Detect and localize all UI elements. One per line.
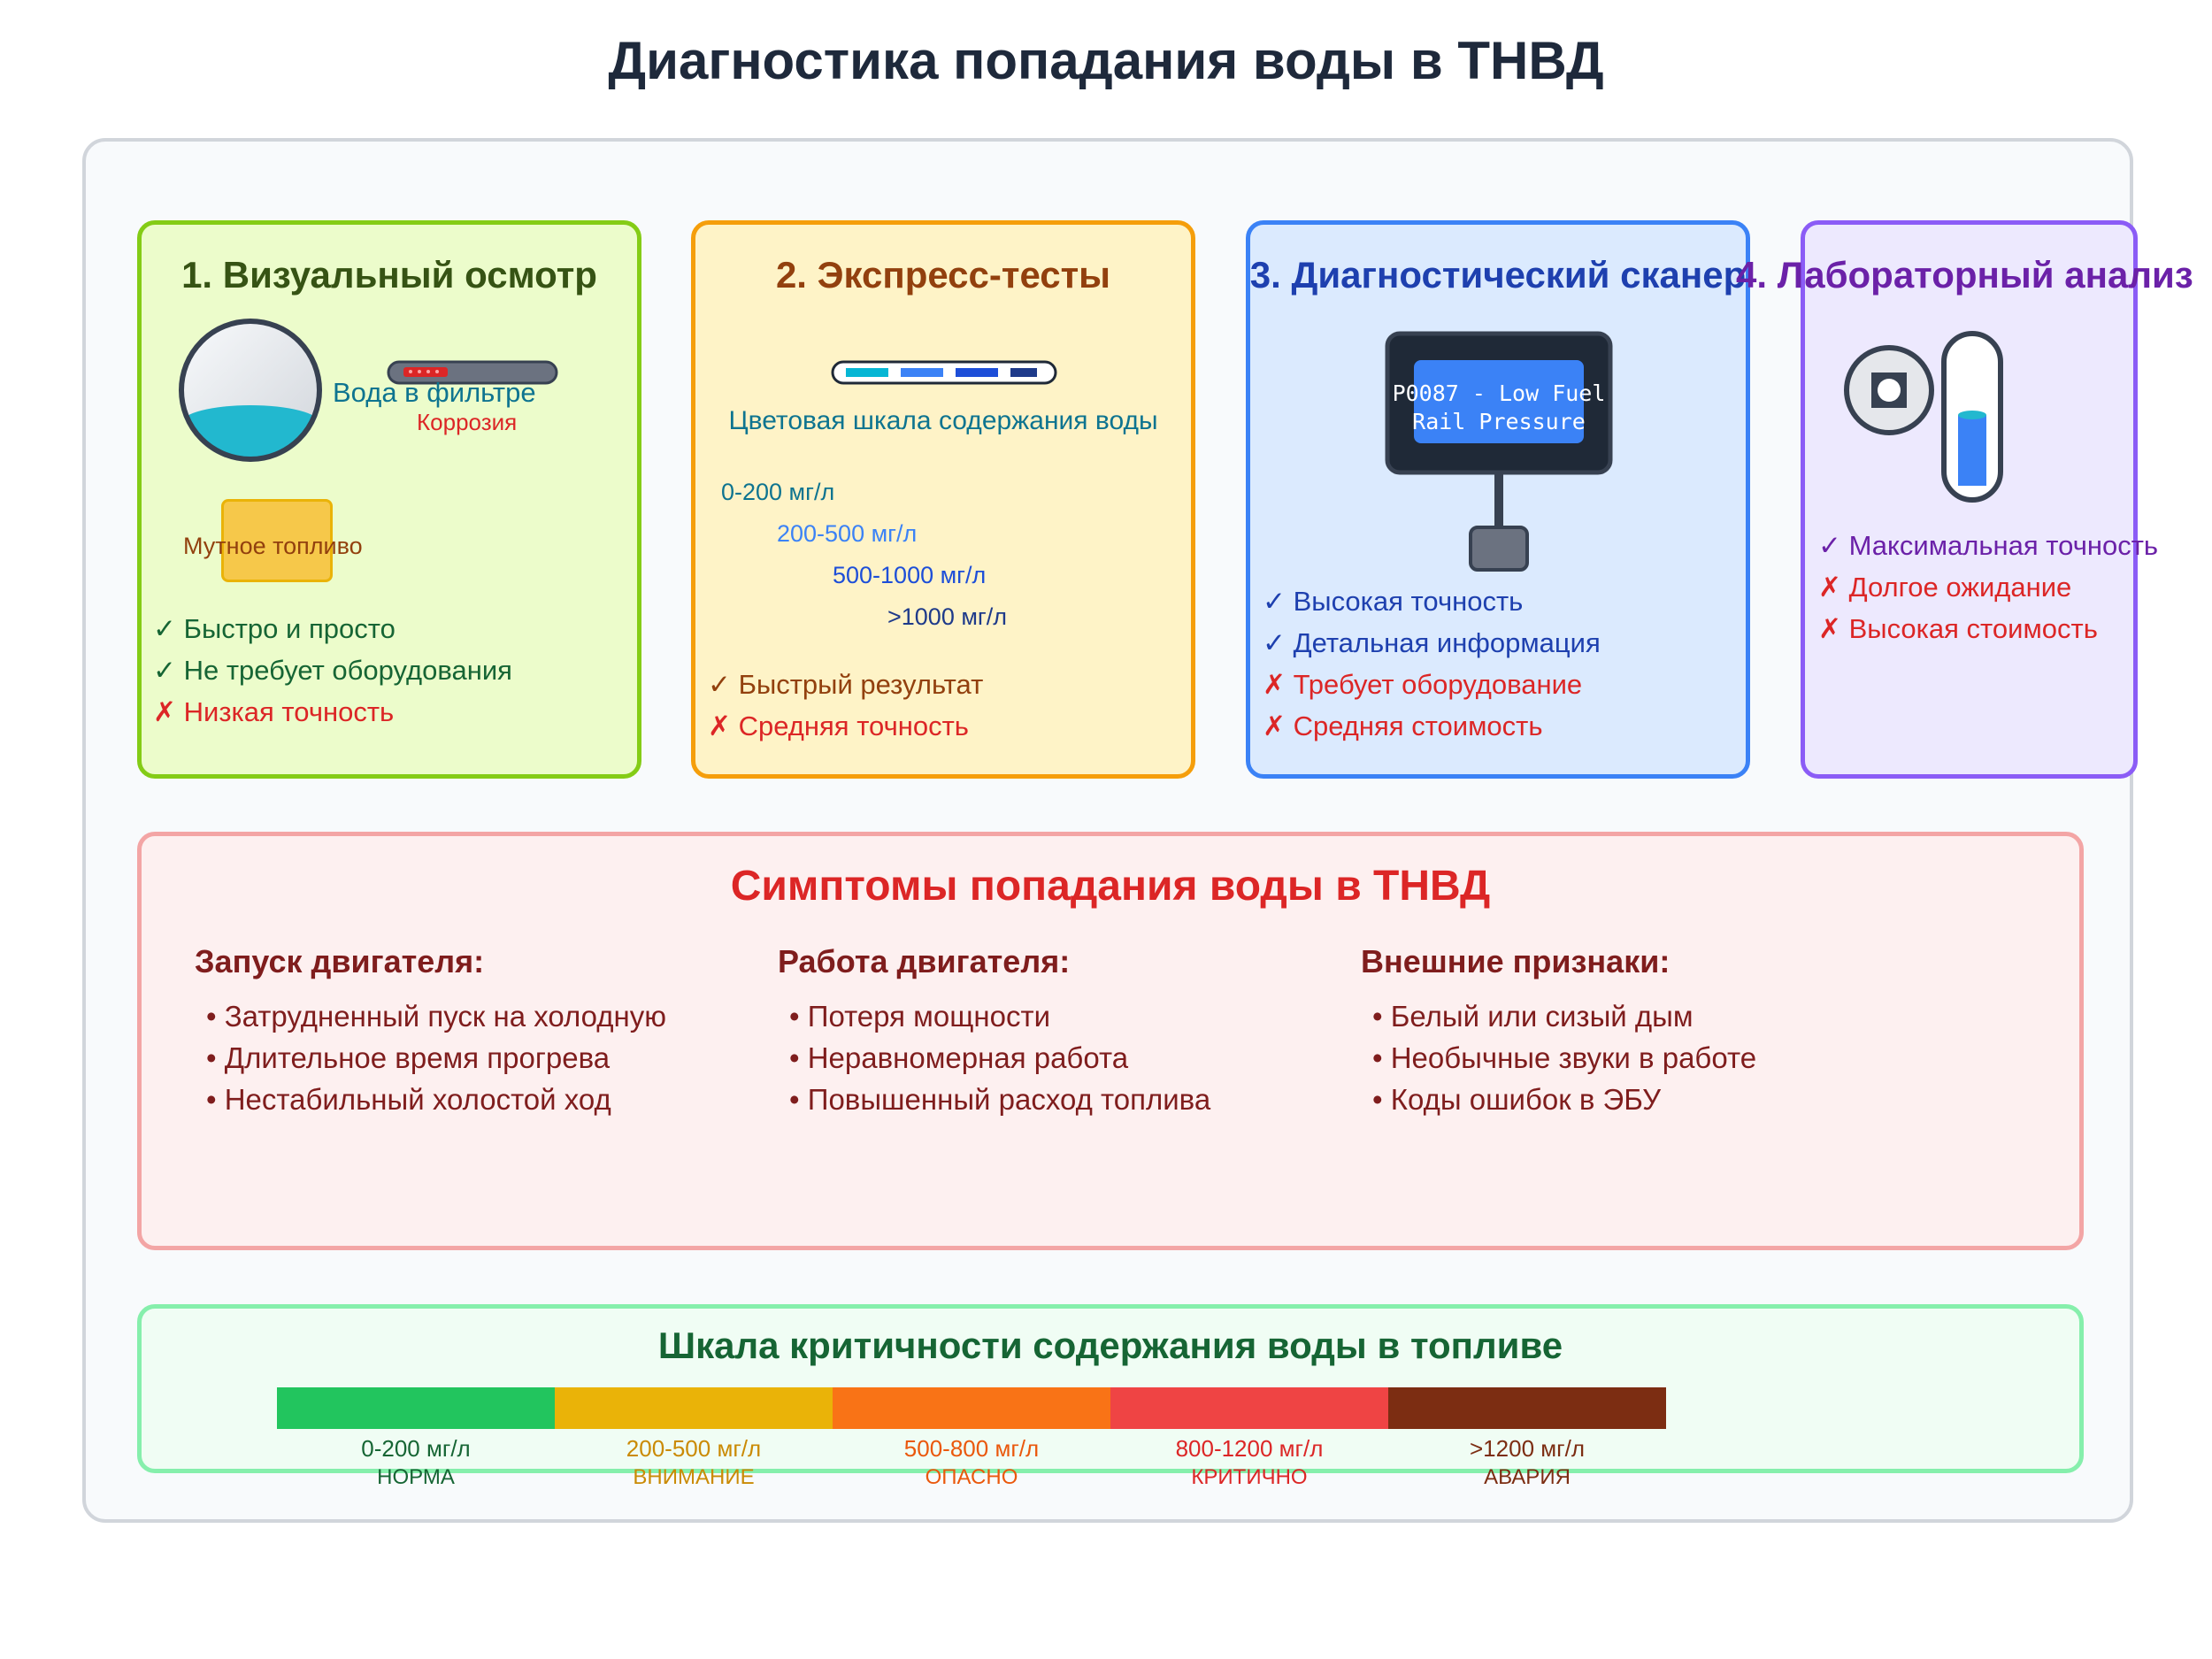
lab-analysis-title: 4. Лабораторный анализ: [1736, 254, 2193, 296]
express-level-2: 200-500 мг/л: [777, 520, 918, 547]
criticality-status-label: АВАРИЯ: [1484, 1465, 1571, 1489]
symptoms-title: Симптомы попадания воды в ТНВД: [730, 863, 1491, 910]
test-tube-icon: [1941, 331, 2003, 503]
turbid-fuel-label: Мутное топливо: [183, 533, 363, 559]
fuel-filter-icon: [179, 319, 322, 462]
symptom-item: • Неравномерная работа: [789, 1041, 1129, 1074]
criticality-status-label: КРИТИЧНО: [1191, 1465, 1308, 1489]
turbid-fuel-sample-icon: [221, 499, 333, 582]
symptom-item: • Коды ошибок в ЭБУ: [1372, 1083, 1662, 1116]
criticality-title: Шкала критичности содержания воды в топл…: [657, 1325, 1563, 1366]
criticality-range-label: 800-1200 мг/л: [1175, 1435, 1324, 1462]
color-scale-label: Цветовая шкала содержания воды: [728, 406, 1158, 435]
lab-con-1: ✗ Долгое ожидание: [1818, 572, 2072, 603]
express-level-4: >1000 мг/л: [887, 603, 1007, 630]
scanner-con-2: ✗ Средняя стоимость: [1263, 710, 1543, 741]
visual-pro-1: ✓ Быстро и просто: [153, 613, 396, 644]
symptoms-panel: [137, 832, 2084, 1250]
criticality-range-label: 200-500 мг/л: [626, 1435, 762, 1462]
visual-con-1: ✗ Низкая точность: [153, 696, 395, 727]
criticality-segment-critical: [1110, 1387, 1389, 1429]
visual-inspection-card: [137, 220, 641, 779]
scanner-screen-line1: P0087 - Low Fuel: [1392, 380, 1606, 406]
express-level-3: 500-1000 мг/л: [833, 562, 987, 588]
criticality-status-label: ВНИМАНИЕ: [633, 1465, 755, 1489]
criticality-range-label: >1200 мг/л: [1470, 1435, 1585, 1462]
express-level-1: 0-200 мг/л: [721, 479, 835, 505]
symptom-item: • Затрудненный пуск на холодную: [206, 1000, 666, 1033]
page-title: Диагностика попадания воды в ТНВД: [608, 31, 1604, 90]
test-strip-icon: [831, 360, 1057, 385]
criticality-segment-emergency: [1388, 1387, 1666, 1429]
criticality-range-label: 0-200 мг/л: [361, 1435, 471, 1462]
visual-pro-2: ✓ Не требует оборудования: [153, 655, 512, 686]
visual-inspection-title: 1. Визуальный осмотр: [181, 254, 597, 296]
scanner-con-1: ✗ Требует оборудование: [1263, 669, 1583, 700]
lab-con-2: ✗ Высокая стоимость: [1818, 613, 2098, 644]
symptom-item: • Необычные звуки в работе: [1372, 1041, 1757, 1074]
obd-scanner-icon: [1385, 331, 1613, 572]
scanner-title: 3. Диагностический сканер: [1249, 254, 1747, 296]
microscope-icon: [1844, 345, 1934, 435]
criticality-segment-norm: [277, 1387, 556, 1429]
express-con-1: ✗ Средняя точность: [708, 710, 969, 741]
water-in-filter-label: Вода в фильтре: [333, 377, 536, 408]
symptoms-startup-heading: Запуск двигателя:: [195, 943, 485, 979]
scanner-pro-1: ✓ Высокая точность: [1263, 586, 1524, 617]
symptom-item: • Повышенный расход топлива: [789, 1083, 1211, 1116]
criticality-status-label: НОРМА: [377, 1465, 455, 1489]
corrosion-label: Коррозия: [417, 409, 518, 435]
criticality-segment-attention: [555, 1387, 833, 1429]
symptoms-operation-heading: Работа двигателя:: [778, 943, 1071, 979]
express-pro-1: ✓ Быстрый результат: [708, 669, 984, 700]
express-tests-title: 2. Экспресс-тесты: [775, 254, 1111, 296]
lab-pro-1: ✓ Максимальная точность: [1818, 530, 2159, 561]
criticality-range-label: 500-800 мг/л: [903, 1435, 1040, 1462]
symptom-item: • Потеря мощности: [789, 1000, 1051, 1033]
criticality-status-label: ОПАСНО: [925, 1465, 1018, 1489]
symptom-item: • Длительное время прогрева: [206, 1041, 611, 1074]
symptoms-external-heading: Внешние признаки:: [1361, 943, 1671, 979]
symptom-item: • Белый или сизый дым: [1372, 1000, 1694, 1033]
corroded-pipe-icon: [387, 360, 558, 385]
scanner-pro-2: ✓ Детальная информация: [1263, 627, 1601, 658]
scanner-screen-line2: Rail Pressure: [1412, 409, 1586, 434]
symptom-item: • Нестабильный холостой ход: [206, 1083, 611, 1116]
criticality-segment-danger: [833, 1387, 1111, 1429]
express-tests-card: [691, 220, 1195, 779]
